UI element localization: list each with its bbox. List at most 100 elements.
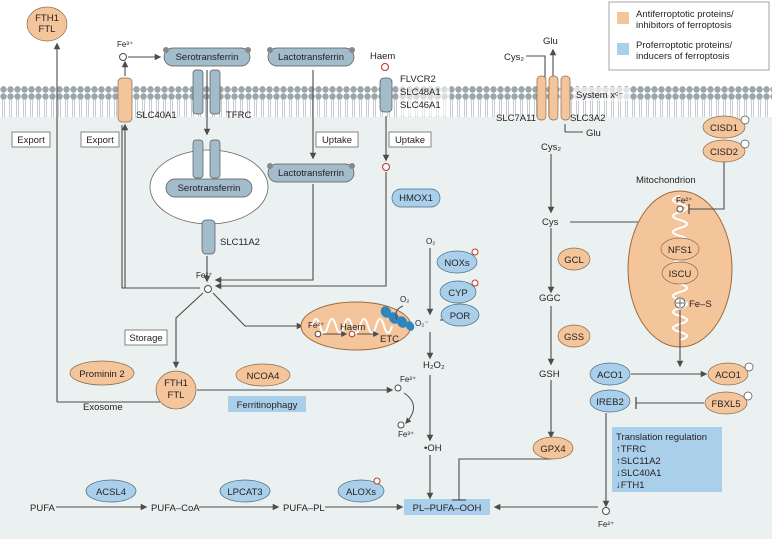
flvcr2-channel xyxy=(379,77,393,113)
legend-anti-line1: Antiferroptotic proteins/ xyxy=(636,9,734,20)
gpx4-label: GPX4 xyxy=(540,444,565,455)
ftl-mid-label: FTL xyxy=(168,390,185,401)
slc11a2-channel xyxy=(201,219,216,255)
gsh-label: GSH xyxy=(539,369,560,380)
acsl4-label: ACSL4 xyxy=(96,487,126,498)
cisd1-label: CISD1 xyxy=(710,123,738,134)
slc40a1-label: SLC40A1 xyxy=(136,110,177,121)
h2o2-label: H₂O₂ xyxy=(423,360,445,371)
tfrc-receptor xyxy=(192,69,221,115)
haem-mito-label: Haem xyxy=(340,322,365,333)
fe-s-label: Fe–S xyxy=(689,299,712,310)
translation-item: ↑SLC11A2 xyxy=(616,456,661,467)
lactotransferrin-top-label: Lactotransferrin xyxy=(278,52,344,63)
storage-label: Storage xyxy=(129,333,162,344)
translation-item: ↓FTH1 xyxy=(616,480,645,491)
por-label: POR xyxy=(450,311,471,322)
ftl-top-label: FTL xyxy=(39,24,56,35)
legend-pro-line2: inducers of ferroptosis xyxy=(636,51,730,62)
fe3-fenton-label: Fe³⁺ xyxy=(398,430,414,439)
legend: Antiferroptotic proteins/ inhibitors of … xyxy=(608,1,770,71)
cisd1-node xyxy=(702,115,746,139)
slc40a1-channel xyxy=(117,77,133,123)
exosome-label: Exosome xyxy=(83,402,123,413)
fth1-ftl-storage-node xyxy=(155,370,197,410)
cyp-node xyxy=(439,280,477,304)
serotransferrin-top-label: Serotransferrin xyxy=(176,52,239,63)
aloxs-node xyxy=(337,479,385,503)
lactotransferrin-cyto-pill xyxy=(267,163,355,183)
prominin2-node xyxy=(69,360,135,386)
fth1-mid-label: FTH1 xyxy=(164,378,188,389)
pl-pufa-ooh-label: PL–PUFA–OOH xyxy=(413,503,482,514)
uptake-2-label: Uptake xyxy=(395,135,425,146)
aco1-node-b xyxy=(707,362,749,386)
pufa-pl-label: PUFA–PL xyxy=(283,503,325,514)
fe2-fenton-dot xyxy=(394,384,402,392)
fe3-top-dot xyxy=(119,53,127,61)
export-box-left xyxy=(11,131,51,148)
export-box-right xyxy=(80,131,120,148)
slc7a11-label: SLC7A11 xyxy=(496,113,536,124)
translation-item: ↑TFRC xyxy=(616,444,646,455)
tfrc-endosome xyxy=(192,139,221,179)
iscu-label: ISCU xyxy=(669,269,692,280)
glu-bottom-label: Glu xyxy=(586,128,601,139)
legend-anti-swatch xyxy=(617,12,629,24)
hmox1-label: HMOX1 xyxy=(399,193,433,204)
translation-item: ↓SLC40A1 xyxy=(616,468,661,479)
ncoa4-node xyxy=(235,363,291,387)
cys2-top-label: Cys₂ xyxy=(504,52,524,63)
system-xc-transporter xyxy=(536,75,571,121)
oh-radical-label: •OH xyxy=(424,443,442,454)
mitochondrion-label: Mitochondrion xyxy=(636,175,696,186)
o2-minus-label: O₂⁻ xyxy=(415,319,429,328)
tfrc-label: TFRC xyxy=(226,110,251,121)
slc46a1-label: SLC46A1 xyxy=(400,100,441,111)
etc-complex-icon xyxy=(380,306,415,331)
cys-label: Cys xyxy=(542,217,559,228)
legend-pro-line1: Proferroptotic proteins/ xyxy=(636,40,732,51)
lpcat3-node xyxy=(219,479,271,503)
aloxs-label: ALOXs xyxy=(346,487,376,498)
o2-top-label: O₂ xyxy=(426,237,435,246)
fe2-mitor-dot xyxy=(676,205,684,213)
storage-box xyxy=(124,329,168,346)
ggc-label: GGC xyxy=(539,293,561,304)
legend-pro-swatch xyxy=(617,43,629,55)
fe2-central-dot xyxy=(204,285,212,293)
fe2-bottom-dot xyxy=(602,507,610,515)
hmox1-node xyxy=(391,188,441,208)
cys2-in-label: Cys₂ xyxy=(541,142,561,153)
fe2-fenton-label: Fe²⁺ xyxy=(400,375,416,384)
uptake-box-2 xyxy=(388,131,432,148)
gss-label: GSS xyxy=(564,332,584,343)
haem-cyto-dot xyxy=(381,162,391,172)
translation-regulation-box xyxy=(612,427,722,492)
slc48a1-label: SLC48A1 xyxy=(400,87,441,98)
lactotransferrin-cyto-label: Lactotransferrin xyxy=(278,168,344,179)
ferritinophagy-label: Ferritinophagy xyxy=(237,400,298,411)
lpcat3-label: LPCAT3 xyxy=(227,487,262,498)
etc-label: ETC xyxy=(380,334,399,345)
ireb2-label: IREB2 xyxy=(596,397,623,408)
aco1-a-label: ACO1 xyxy=(597,370,623,381)
fbxl5-label: FBXL5 xyxy=(711,399,740,410)
flvcr2-label: FLVCR2 xyxy=(400,74,436,85)
fe2-mitor-label: Fe²⁺ xyxy=(676,196,692,205)
ncoa4-label: NCOA4 xyxy=(247,371,280,382)
fth1-top-label: FTH1 xyxy=(35,13,59,24)
prominin2-label: Prominin 2 xyxy=(79,369,124,380)
nfs1-label: NFS1 xyxy=(668,245,692,256)
haem-top-dot xyxy=(380,62,390,72)
export-left-label: Export xyxy=(17,135,45,146)
iscu-node xyxy=(661,261,699,285)
pl-pufa-ooh-box xyxy=(404,499,490,515)
legend-anti-line2: inhibitors of ferroptosis xyxy=(636,20,732,31)
pufa-label: PUFA xyxy=(30,503,55,514)
fe2-bottom-label: Fe²⁺ xyxy=(598,520,614,529)
fth1-ftl-secreted-node xyxy=(26,6,68,42)
serotransferrin-top-pill xyxy=(163,47,251,67)
o2-mito-label: O₂ xyxy=(400,295,409,304)
gss-node xyxy=(557,324,591,348)
